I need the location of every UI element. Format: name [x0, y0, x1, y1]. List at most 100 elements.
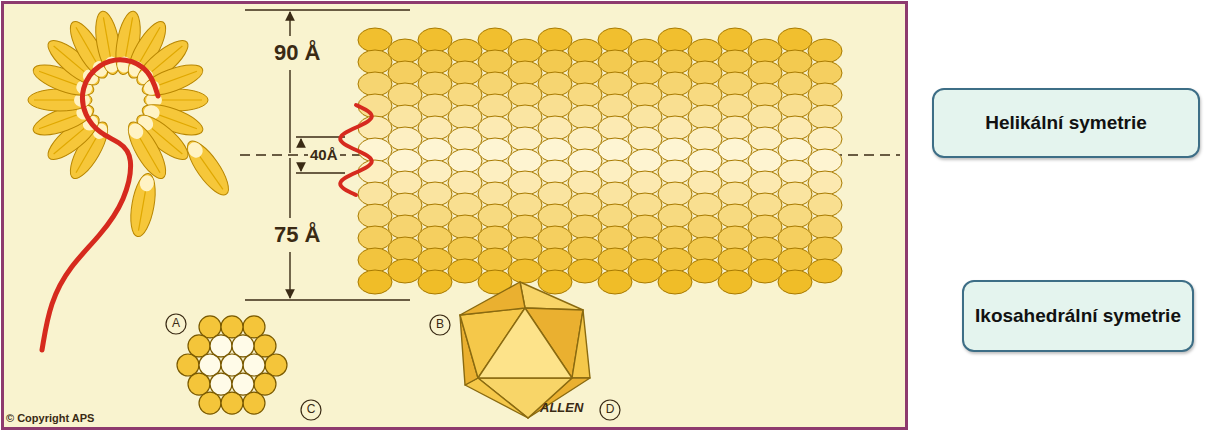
dimension-line — [300, 166, 301, 171]
rod-subunit — [538, 204, 572, 228]
rod-subunit — [718, 248, 752, 272]
rod-subunit — [418, 270, 452, 294]
rod-subunit — [568, 83, 602, 107]
rod-subunit — [388, 39, 422, 63]
rod-subunit — [808, 105, 842, 129]
rod-subunit — [568, 215, 602, 239]
rod-subunit — [628, 193, 662, 217]
rod-subunit — [388, 237, 422, 261]
dimension-line — [289, 70, 290, 153]
rod-subunit — [388, 215, 422, 239]
rod-subunit — [358, 248, 392, 272]
rod-subunit — [628, 259, 662, 283]
rod-subunit — [628, 149, 662, 173]
callout-letter: B — [430, 318, 450, 332]
icosahedron-face — [572, 310, 590, 378]
rod-subunit — [808, 259, 842, 283]
rod-subunit — [598, 160, 632, 184]
rod-subunit — [418, 50, 452, 74]
rod-subunit — [508, 83, 542, 107]
rod-subunit — [568, 259, 602, 283]
capsomere — [232, 335, 254, 357]
callout-letter: C — [301, 403, 321, 417]
callout-letter: A — [166, 317, 186, 331]
rod-subunit — [778, 72, 812, 96]
rod-subunit — [358, 50, 392, 74]
symmetry-box: Ikosahedrální symetrie — [962, 280, 1194, 352]
rod-subunit — [448, 215, 482, 239]
rod-subunit — [628, 61, 662, 85]
capsomere — [221, 316, 243, 338]
rod-subunit — [448, 237, 482, 261]
icosahedron-face — [465, 378, 528, 418]
rod-subunit — [658, 28, 692, 52]
rod-subunit — [718, 182, 752, 206]
rod-subunit — [808, 149, 842, 173]
rod-subunit — [538, 72, 572, 96]
rod-subunit — [358, 28, 392, 52]
rod-subunit — [808, 39, 842, 63]
rod-subunit — [478, 204, 512, 228]
rod-subunit — [448, 193, 482, 217]
protein-subunit — [181, 135, 236, 200]
box-label: Ikosahedrální symetrie — [975, 305, 1181, 328]
callout-letter: D — [600, 403, 620, 417]
dimension: 75 Å — [272, 222, 322, 247]
rod-subunit — [778, 182, 812, 206]
rod-subunit — [508, 149, 542, 173]
dimension: 40Å — [308, 146, 340, 163]
rod-subunit — [358, 204, 392, 228]
dimension-line — [300, 139, 301, 144]
rod-subunit — [748, 149, 782, 173]
rod-subunit — [688, 83, 722, 107]
rod-subunit — [628, 83, 662, 107]
rod-subunit — [808, 83, 842, 107]
rod-subunit — [808, 237, 842, 261]
rod-subunit — [568, 171, 602, 195]
rod-subunit — [748, 171, 782, 195]
rod-subunit — [688, 105, 722, 129]
rod-subunit — [658, 182, 692, 206]
rod-subunit — [418, 204, 452, 228]
rod-subunit — [478, 116, 512, 140]
rod-subunit — [748, 193, 782, 217]
capsomere — [243, 392, 265, 414]
protein-subunit — [139, 59, 207, 102]
rod-subunit — [418, 138, 452, 162]
rod-subunit — [448, 259, 482, 283]
rod-subunit — [568, 149, 602, 173]
rod-subunit — [598, 116, 632, 140]
capsomere — [199, 354, 221, 376]
rod-subunit — [388, 259, 422, 283]
rod-subunit — [688, 127, 722, 151]
dimension-line — [296, 136, 345, 137]
capsomere — [199, 392, 221, 414]
rod-subunit — [358, 160, 392, 184]
capsomere — [188, 373, 210, 395]
rod-subunit — [688, 259, 722, 283]
rod-subunit — [358, 138, 392, 162]
rod-subunit — [598, 28, 632, 52]
rod-subunit — [808, 215, 842, 239]
rod-subunit — [508, 61, 542, 85]
rod-subunit — [478, 94, 512, 118]
subunit-body — [139, 59, 207, 102]
rod-subunit — [748, 39, 782, 63]
rod-subunit — [598, 94, 632, 118]
rod-subunit — [388, 171, 422, 195]
rod-subunit — [748, 61, 782, 85]
rod-subunit — [508, 171, 542, 195]
rod-subunit — [778, 94, 812, 118]
dimension-line — [296, 172, 345, 173]
rod-subunit — [388, 83, 422, 107]
subunit-tip — [126, 121, 146, 142]
subunit-body — [127, 172, 160, 239]
rod-subunit — [778, 116, 812, 140]
subunit-body — [181, 135, 236, 200]
rod-subunit — [628, 39, 662, 63]
dimension-line — [289, 252, 290, 298]
icosahedron-face — [478, 308, 572, 378]
capsomere — [254, 335, 276, 357]
rod-subunit — [778, 28, 812, 52]
